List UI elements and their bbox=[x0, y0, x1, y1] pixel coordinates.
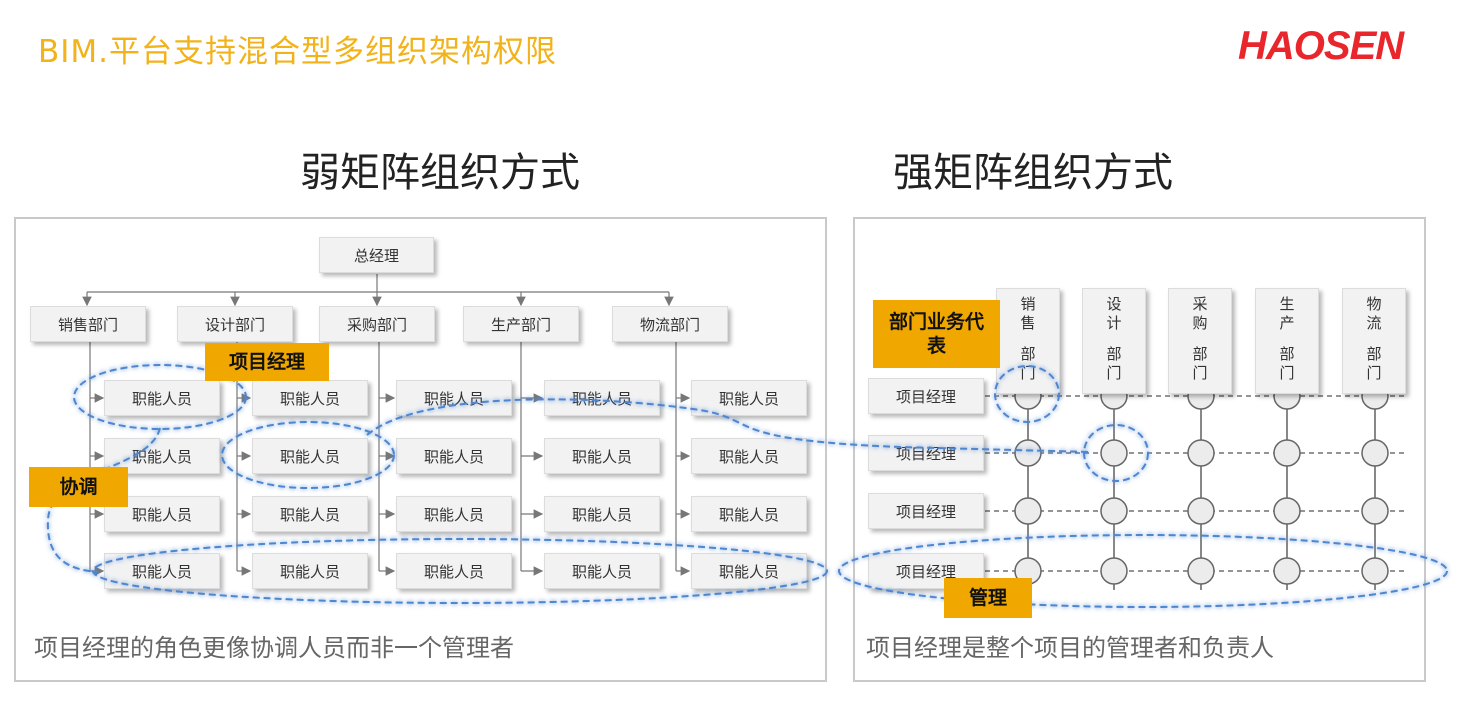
coordination-tag: 协调 bbox=[29, 467, 128, 507]
dept-design: 设计部门 bbox=[177, 306, 293, 342]
staff-box: 职能人员 bbox=[691, 496, 807, 532]
strong-matrix-caption: 项目经理是整个项目的管理者和负责人 bbox=[866, 634, 1274, 662]
staff-box: 职能人员 bbox=[396, 438, 512, 474]
project-manager-tag: 项目经理 bbox=[205, 343, 329, 381]
pm-row-box: 项目经理 bbox=[868, 378, 984, 414]
dept-sales: 销售部门 bbox=[30, 306, 146, 342]
staff-box: 职能人员 bbox=[691, 380, 807, 416]
staff-box: 职能人员 bbox=[252, 496, 368, 532]
strong-dept-sales: 销售部门 bbox=[996, 288, 1060, 394]
general-manager-box: 总经理 bbox=[319, 237, 434, 273]
dept-purchase: 采购部门 bbox=[319, 306, 435, 342]
staff-box: 职能人员 bbox=[396, 553, 512, 589]
staff-box: 职能人员 bbox=[544, 438, 660, 474]
weak-matrix-title: 弱矩阵组织方式 bbox=[300, 150, 580, 196]
pm-row-box: 项目经理 bbox=[868, 435, 984, 471]
staff-box: 职能人员 bbox=[396, 496, 512, 532]
strong-dept-design: 设计部门 bbox=[1082, 288, 1146, 394]
staff-box: 职能人员 bbox=[252, 553, 368, 589]
haosen-logo: HAOSEN bbox=[1238, 24, 1404, 68]
staff-box: 职能人员 bbox=[691, 553, 807, 589]
management-tag: 管理 bbox=[944, 578, 1032, 618]
strong-dept-production: 生产部门 bbox=[1255, 288, 1319, 394]
pm-row-box: 项目经理 bbox=[868, 553, 984, 589]
pm-row-box: 项目经理 bbox=[868, 493, 984, 529]
dept-production: 生产部门 bbox=[463, 306, 579, 342]
dept-logistics: 物流部门 bbox=[612, 306, 728, 342]
weak-matrix-caption: 项目经理的角色更像协调人员而非一个管理者 bbox=[34, 634, 514, 662]
slide-title: BIM.平台支持混合型多组织架构权限 bbox=[38, 34, 558, 70]
strong-dept-purchase: 采购部门 bbox=[1168, 288, 1232, 394]
staff-box: 职能人员 bbox=[396, 380, 512, 416]
strong-matrix-title: 强矩阵组织方式 bbox=[893, 150, 1173, 196]
staff-box: 职能人员 bbox=[544, 380, 660, 416]
strong-dept-logistics: 物流部门 bbox=[1342, 288, 1406, 394]
staff-box: 职能人员 bbox=[544, 496, 660, 532]
staff-box: 职能人员 bbox=[252, 438, 368, 474]
staff-box: 职能人员 bbox=[691, 438, 807, 474]
staff-box: 职能人员 bbox=[544, 553, 660, 589]
staff-box: 职能人员 bbox=[104, 380, 220, 416]
department-rep-tag: 部门业务代表 bbox=[873, 300, 1000, 368]
staff-box: 职能人员 bbox=[252, 380, 368, 416]
